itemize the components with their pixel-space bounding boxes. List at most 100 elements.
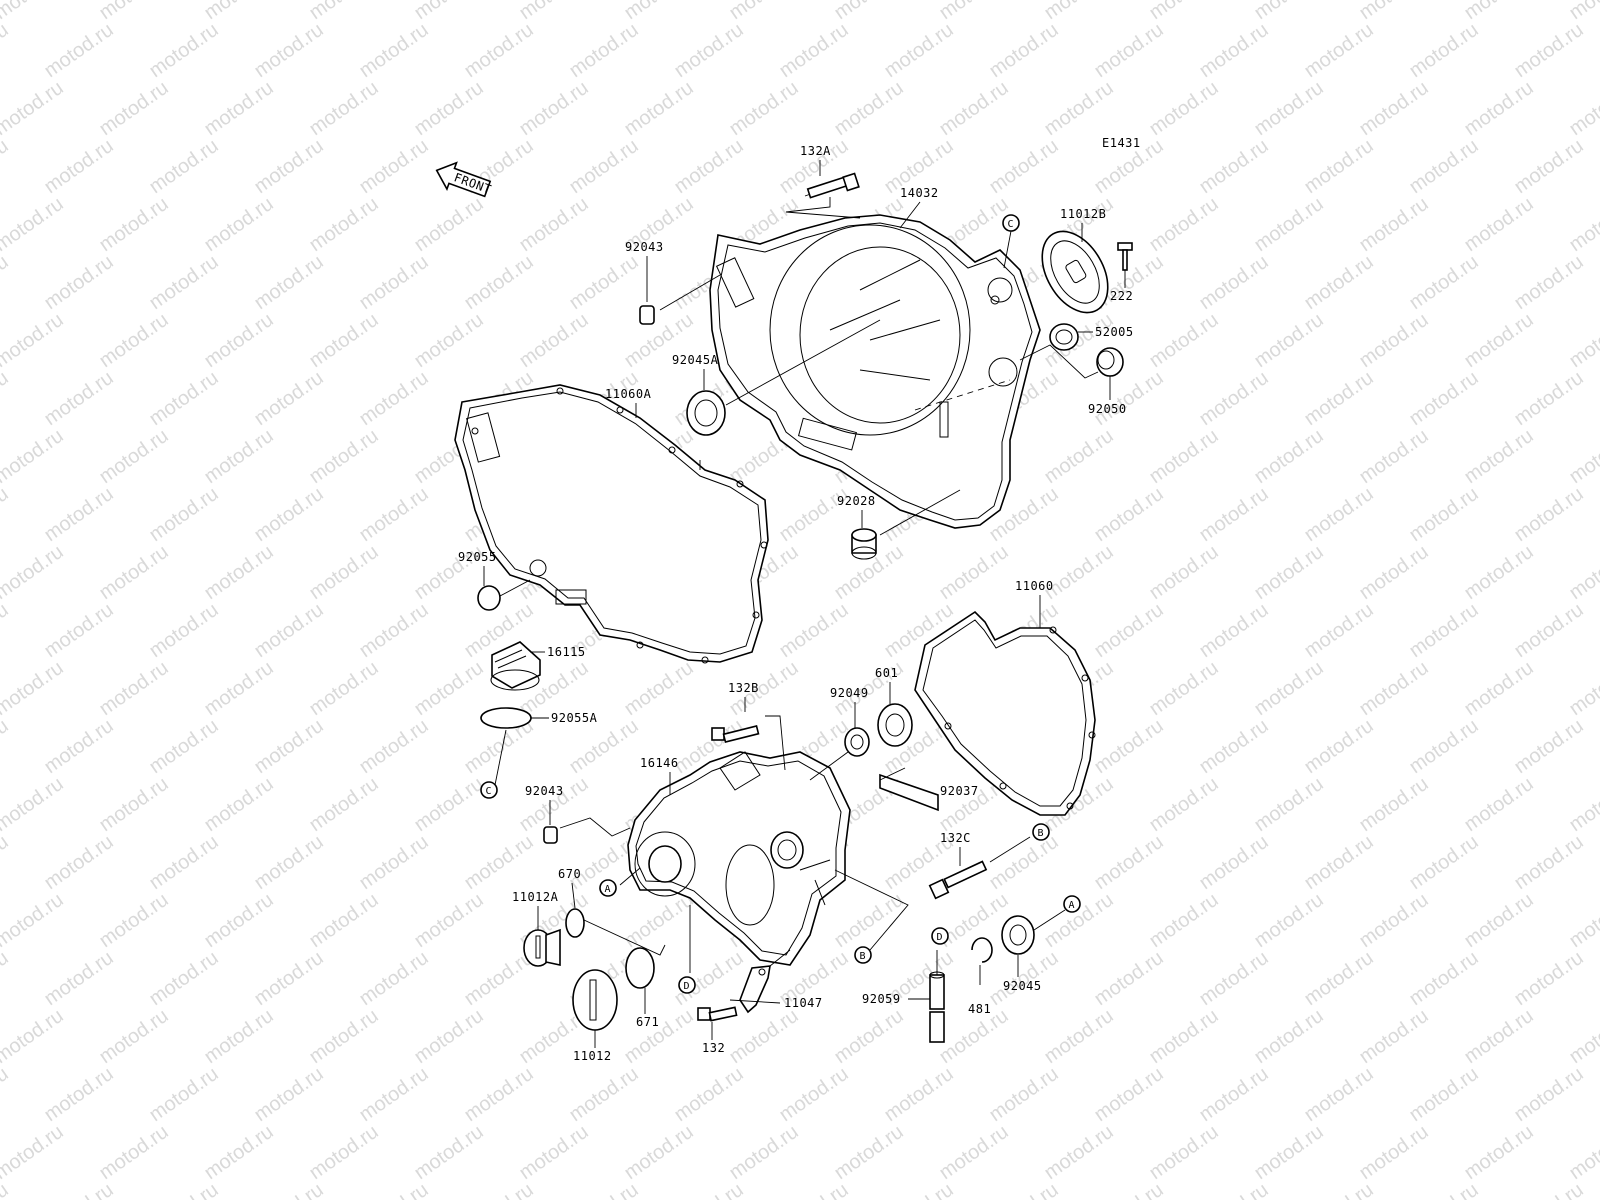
watermark-text: motod.ru <box>95 1121 172 1184</box>
watermark-text: motod.ru <box>880 19 957 82</box>
watermark-text: motod.ru <box>145 367 222 430</box>
watermark-text: motod.ru <box>1510 831 1587 894</box>
label-601: 601 <box>875 666 898 680</box>
watermark-text: motod.ru <box>1510 947 1587 1010</box>
watermark-text: motod.ru <box>355 483 432 546</box>
watermark-text: motod.ru <box>1510 599 1587 662</box>
watermark-text: motod.ru <box>1145 541 1222 604</box>
svg-text:C: C <box>486 786 492 797</box>
watermark-text: motod.ru <box>460 831 537 894</box>
watermark-text: motod.ru <box>1040 0 1117 24</box>
watermark-text: motod.ru <box>1300 135 1377 198</box>
watermark-text: motod.ru <box>1145 773 1222 836</box>
label-14032: 14032 <box>900 186 939 200</box>
watermark-text: motod.ru <box>355 831 432 894</box>
watermark-text: motod.ru <box>95 0 172 24</box>
watermark-text: motod.ru <box>515 1121 592 1184</box>
watermark-text: motod.ru <box>515 0 592 24</box>
watermark-text: motod.ru <box>305 1121 382 1184</box>
watermark-text: motod.ru <box>95 77 172 140</box>
watermark-text: motod.ru <box>1510 1063 1587 1126</box>
watermark-text: motod.ru <box>95 425 172 488</box>
watermark-text: motod.ru <box>515 309 592 372</box>
watermark-text: motod.ru <box>880 1179 957 1200</box>
watermark-text: motod.ru <box>250 715 327 778</box>
watermark-text: motod.ru <box>305 773 382 836</box>
watermark-text: motod.ru <box>1145 425 1222 488</box>
watermark-text: motod.ru <box>410 1005 487 1068</box>
watermark-text: motod.ru <box>145 1063 222 1126</box>
bearing-601 <box>877 703 913 747</box>
watermark-text: motod.ru <box>0 1179 13 1200</box>
watermark-text: motod.ru <box>1405 1063 1482 1126</box>
watermark-text: motod.ru <box>355 367 432 430</box>
watermark-text: motod.ru <box>305 1005 382 1068</box>
watermark-text: motod.ru <box>1510 1179 1587 1200</box>
watermark-text: motod.ru <box>1145 1121 1222 1184</box>
watermark-text: motod.ru <box>410 889 487 952</box>
watermark-text: motod.ru <box>1460 425 1537 488</box>
svg-text:D: D <box>684 981 690 992</box>
watermark-text: motod.ru <box>725 0 802 24</box>
watermark-text: motod.ru <box>250 831 327 894</box>
label-11047: 11047 <box>784 996 823 1010</box>
label-671: 671 <box>636 1015 659 1029</box>
watermark-text: motod.ru <box>0 947 13 1010</box>
watermark-text: motod.ru <box>460 1063 537 1126</box>
watermark-text: motod.ru <box>985 1063 1062 1126</box>
watermark-text: motod.ru <box>1145 657 1222 720</box>
watermark-text: motod.ru <box>355 251 432 314</box>
label-92055a: 92055A <box>551 711 598 725</box>
watermark-text: motod.ru <box>305 425 382 488</box>
watermark-text: motod.ru <box>1300 1063 1377 1126</box>
watermark-text: motod.ru <box>0 1005 68 1068</box>
label-92043-top: 92043 <box>625 240 664 254</box>
watermark-text: motod.ru <box>935 0 1012 24</box>
watermark-text: motod.ru <box>40 1179 117 1200</box>
watermark-text: motod.ru <box>1510 715 1587 778</box>
watermark-text: motod.ru <box>1250 541 1327 604</box>
watermark-text: motod.ru <box>1460 0 1537 24</box>
watermark-text: motod.ru <box>1460 1005 1537 1068</box>
label-11012a: 11012A <box>512 890 559 904</box>
watermark-text: motod.ru <box>1090 947 1167 1010</box>
watermark-text: motod.ru <box>355 1179 432 1200</box>
watermark-text: motod.ru <box>145 19 222 82</box>
label-481: 481 <box>968 1002 991 1016</box>
watermark-text: motod.ru <box>1040 1005 1117 1068</box>
watermark-text: motod.ru <box>1565 193 1600 256</box>
watermark-text: motod.ru <box>355 599 432 662</box>
watermark-text: motod.ru <box>250 483 327 546</box>
watermark-text: motod.ru <box>1195 483 1272 546</box>
watermark-text: motod.ru <box>0 0 68 24</box>
watermark-text: motod.ru <box>1355 425 1432 488</box>
label-11060: 11060 <box>1015 579 1054 593</box>
label-670: 670 <box>558 867 581 881</box>
watermark-text: motod.ru <box>1250 889 1327 952</box>
watermark-text: motod.ru <box>0 1121 68 1184</box>
watermark-text: motod.ru <box>1355 309 1432 372</box>
watermark-text: motod.ru <box>1405 19 1482 82</box>
watermark-text: motod.ru <box>250 135 327 198</box>
watermark-text: motod.ru <box>1090 19 1167 82</box>
watermark-text: motod.ru <box>1250 657 1327 720</box>
watermark-text: motod.ru <box>1090 483 1167 546</box>
watermark-text: motod.ru <box>565 1179 642 1200</box>
watermark-text: motod.ru <box>1405 831 1482 894</box>
watermark-text: motod.ru <box>95 657 172 720</box>
watermark-text: motod.ru <box>355 715 432 778</box>
ref-a-left: A <box>599 879 617 897</box>
watermark-text: motod.ru <box>305 193 382 256</box>
watermark-text: motod.ru <box>200 657 277 720</box>
watermark-text: motod.ru <box>40 135 117 198</box>
watermark-text: motod.ru <box>1195 715 1272 778</box>
label-92043-bottom: 92043 <box>525 784 564 798</box>
watermark-text: motod.ru <box>0 483 13 546</box>
watermark-text: motod.ru <box>0 1063 13 1126</box>
watermark-text: motod.ru <box>1355 541 1432 604</box>
watermark-text: motod.ru <box>1090 715 1167 778</box>
watermark-text: motod.ru <box>40 715 117 778</box>
watermark-text: motod.ru <box>145 1179 222 1200</box>
